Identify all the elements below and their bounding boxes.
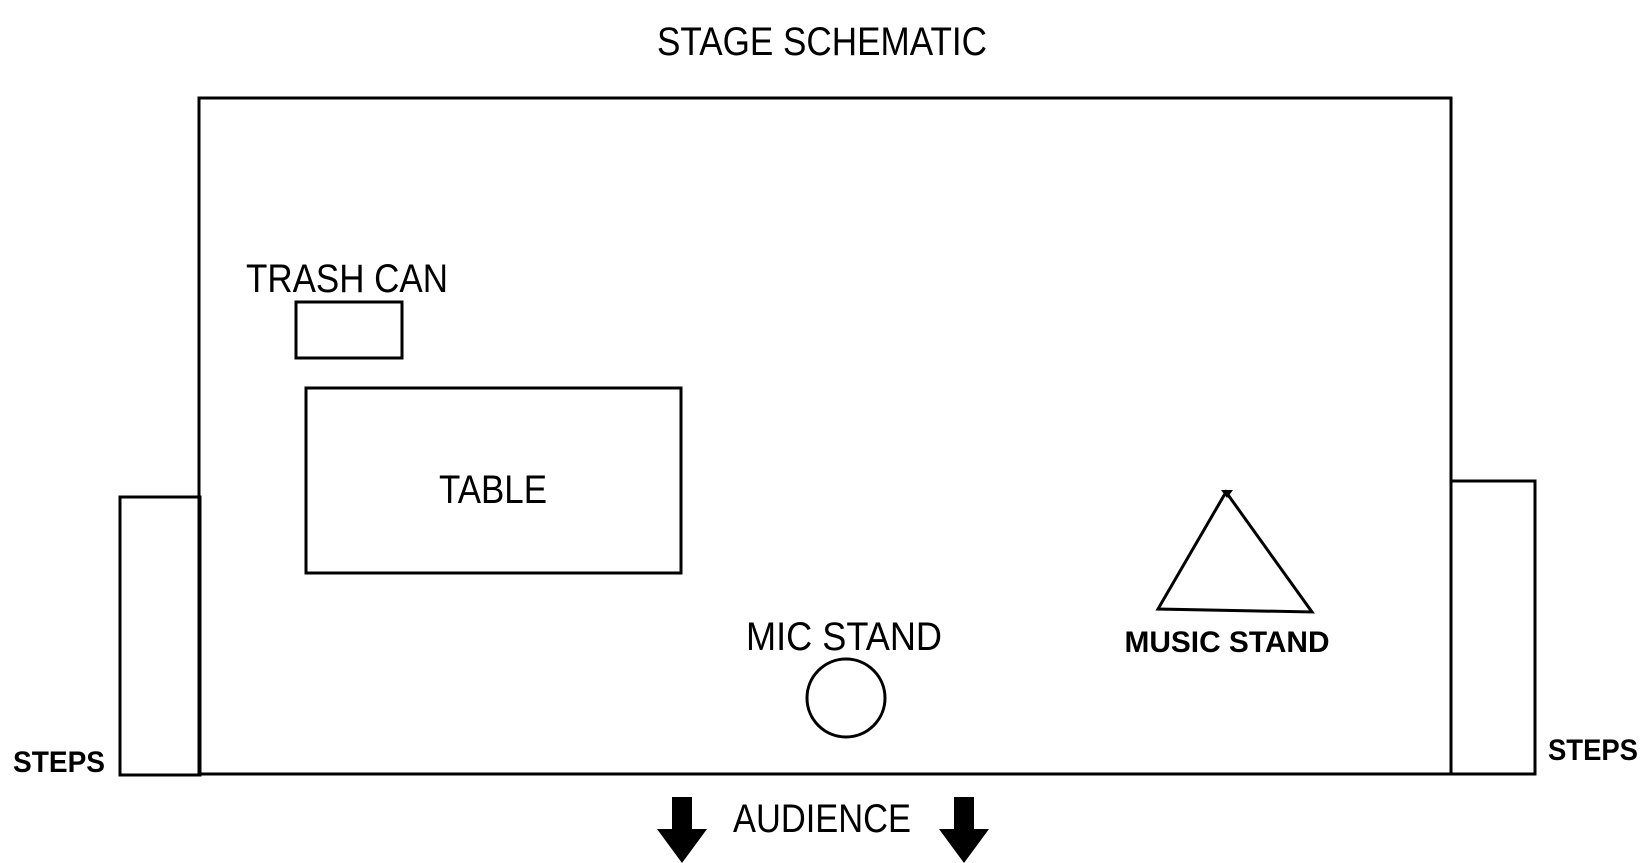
table-box	[304, 386, 683, 575]
table-label: TABLE	[439, 468, 547, 512]
steps-left-label: STEPS	[13, 746, 105, 779]
steps-right-label: STEPS	[1548, 734, 1638, 767]
arrow-down-icon	[657, 797, 707, 863]
trash-can-label: TRASH CAN	[246, 257, 448, 301]
mic-stand-label: MIC STAND	[746, 615, 942, 659]
audience-label: AUDIENCE	[733, 797, 911, 841]
diagram-title: STAGE SCHEMATIC	[657, 20, 987, 64]
steps-right-box	[1449, 479, 1537, 776]
music-stand-label: MUSIC STAND	[1125, 626, 1330, 659]
trash-can-box	[294, 300, 404, 360]
music-stand-triangle	[1155, 489, 1315, 614]
arrow-down-icon	[939, 797, 989, 863]
mic-stand-circle	[805, 657, 887, 739]
music-stand-tip-marker	[1221, 490, 1233, 498]
steps-left-box	[118, 495, 202, 777]
stage-outline	[197, 96, 1453, 776]
